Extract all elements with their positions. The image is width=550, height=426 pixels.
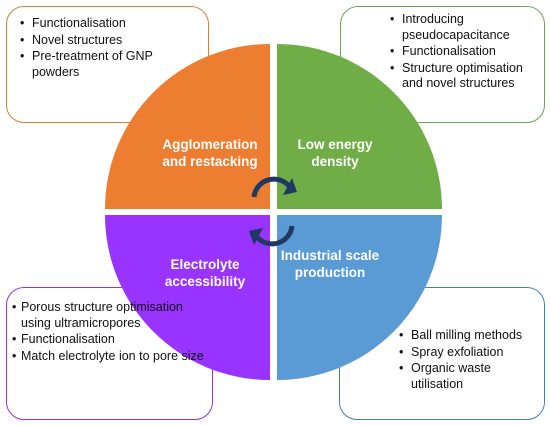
bullet-list-top-right: Introducing pseudocapacitance Functional… (388, 12, 538, 93)
list-item: Ball milling methods (397, 328, 542, 344)
list-item: Match electrolyte ion to pore size (12, 349, 208, 365)
bullet-list-top-left: Functionalisation Novel structures Pre-t… (18, 16, 203, 81)
quadrant-label-industrial-scale: Industrial scale production (280, 248, 380, 280)
list-item: Functionalisation (18, 16, 203, 32)
list-item: Structure optimisation and novel structu… (388, 61, 538, 92)
bullet-list-bottom-left: Porous structure optimisation using ultr… (12, 300, 208, 365)
cycle-arrows-icon (249, 176, 297, 247)
list-item: Novel structures (18, 33, 203, 49)
list-item: Functionalisation (12, 332, 208, 348)
list-item: Porous structure optimisation using ultr… (12, 300, 208, 331)
quadrant-bottom-left (105, 215, 270, 380)
quadrant-top-right (277, 44, 442, 209)
list-item: Organic waste utilisation (397, 361, 542, 392)
quadrant-bottom-right (277, 215, 442, 380)
quadrant-label-low-energy-density: Low energy density (297, 137, 373, 169)
quadrant-label-electrolyte-accessibility: Electrolyte accessibility (164, 257, 246, 289)
quadrant-label-agglomeration: Agglomeration and restacking (162, 137, 258, 169)
quadrant-top-left (105, 44, 270, 209)
list-item: Functionalisation (388, 44, 538, 60)
list-item: Spray exfoliation (397, 345, 542, 361)
list-item: Pre-treatment of GNP powders (18, 49, 203, 80)
list-item: Introducing pseudocapacitance (388, 12, 538, 43)
bullet-list-bottom-right: Ball milling methods Spray exfoliation O… (397, 328, 542, 393)
